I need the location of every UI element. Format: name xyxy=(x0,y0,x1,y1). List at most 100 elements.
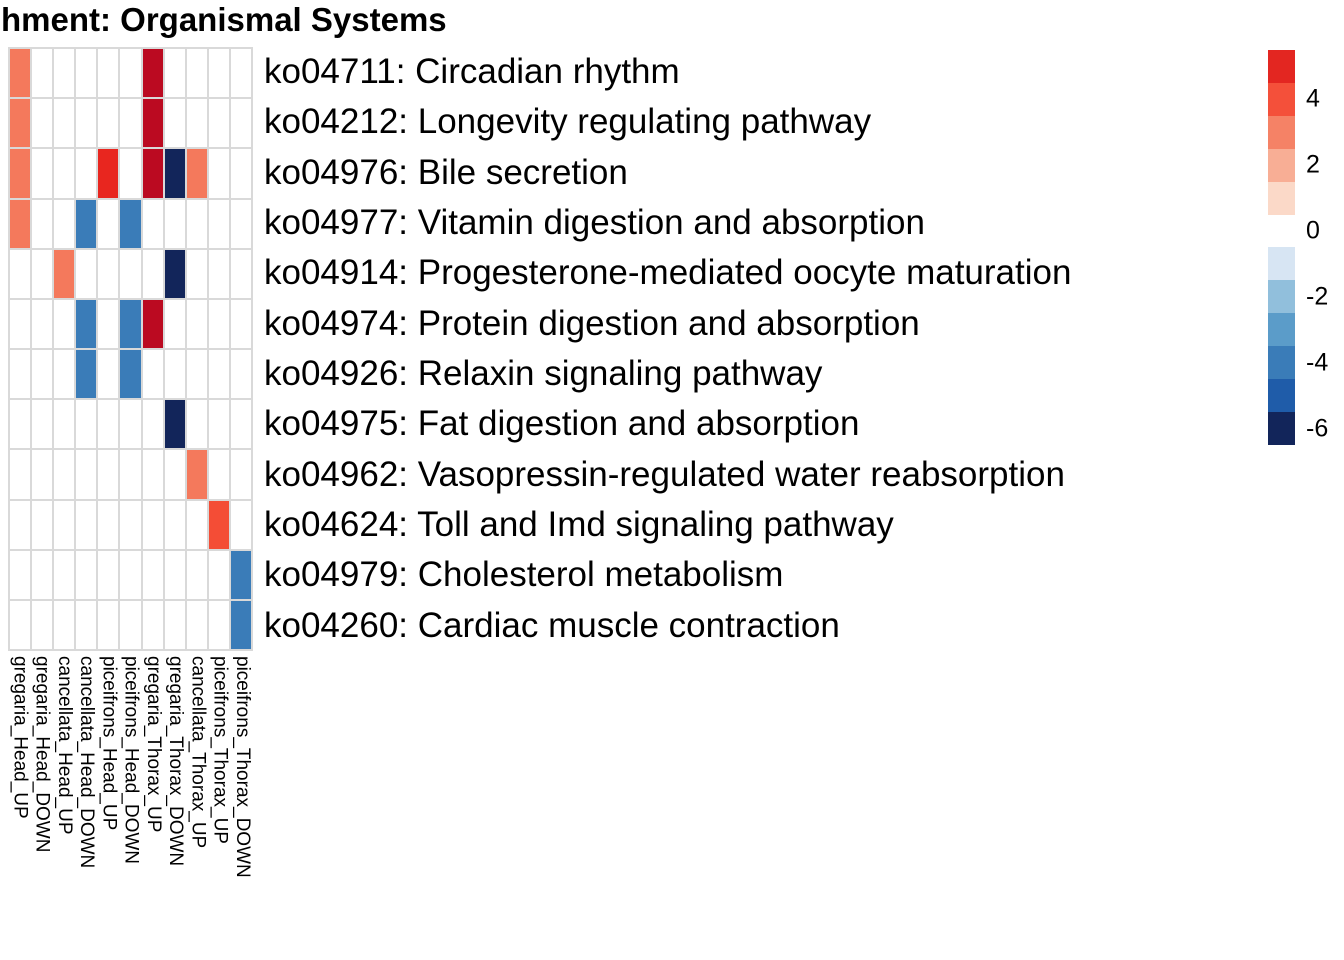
heatmap-cell xyxy=(10,550,31,599)
heatmap-cell xyxy=(76,99,97,148)
legend-color-block xyxy=(1268,280,1295,314)
heatmap-cell xyxy=(230,450,251,499)
legend-colorbar xyxy=(1268,50,1295,445)
heatmap-cell xyxy=(142,350,163,399)
column-label: cancellata_Head_UP xyxy=(53,656,75,835)
heatmap-cell xyxy=(142,450,163,499)
heatmap-cell xyxy=(10,249,31,298)
heatmap-cell xyxy=(208,550,229,599)
row-label: ko04260: Cardiac muscle contraction xyxy=(264,605,840,645)
heatmap-cell xyxy=(164,550,185,599)
heatmap-cell xyxy=(164,600,185,649)
heatmap-cell xyxy=(230,400,251,449)
heatmap-cell xyxy=(32,199,53,248)
heatmap-cell xyxy=(164,249,185,298)
heatmap-cell xyxy=(208,49,229,98)
heatmap-cell xyxy=(76,149,97,198)
heatmap-cell xyxy=(54,149,75,198)
heatmap-cell xyxy=(208,99,229,148)
heatmap-cell xyxy=(230,600,251,649)
heatmap-cell xyxy=(32,450,53,499)
heatmap-cell xyxy=(76,450,97,499)
heatmap-cell xyxy=(76,199,97,248)
heatmap-cell xyxy=(10,299,31,348)
heatmap-cell xyxy=(120,400,141,449)
heatmap-cell xyxy=(230,249,251,298)
heatmap-cell xyxy=(32,550,53,599)
heatmap-cell xyxy=(98,249,119,298)
heatmap-cell xyxy=(186,550,207,599)
legend-color-block xyxy=(1268,346,1295,380)
heatmap-cell xyxy=(164,149,185,198)
heatmap-cell xyxy=(120,350,141,399)
legend-color-block xyxy=(1268,411,1295,445)
legend-tick-label: -4 xyxy=(1306,348,1329,377)
row-label: ko04711: Circadian rhythm xyxy=(264,52,680,91)
heatmap-cell xyxy=(142,299,163,348)
heatmap-cell xyxy=(142,49,163,98)
heatmap-cell xyxy=(230,149,251,198)
row-label: ko04914: Progesterone-mediated oocyte ma… xyxy=(264,253,1072,293)
heatmap-cell xyxy=(186,49,207,98)
heatmap-cell xyxy=(10,350,31,399)
legend-tick-label: 4 xyxy=(1306,84,1320,113)
heatmap-cell xyxy=(98,49,119,98)
heatmap-cell xyxy=(186,199,207,248)
heatmap-cell xyxy=(32,149,53,198)
heatmap-cell xyxy=(98,450,119,499)
heatmap-cell xyxy=(32,350,53,399)
legend-color-block xyxy=(1268,379,1295,412)
heatmap-cell xyxy=(142,249,163,298)
heatmap-cell xyxy=(120,600,141,649)
heatmap-cell xyxy=(164,500,185,549)
heatmap-cell xyxy=(98,350,119,399)
heatmap-cell xyxy=(54,600,75,649)
heatmap-cell xyxy=(32,49,53,98)
heatmap-cell xyxy=(32,500,53,549)
heatmap-cell xyxy=(32,249,53,298)
row-label: ko04926: Relaxin signaling pathway xyxy=(264,353,823,393)
heatmap-cell xyxy=(76,400,97,449)
heatmap-cell xyxy=(54,550,75,599)
heatmap-cell xyxy=(54,49,75,98)
heatmap-cell xyxy=(164,199,185,248)
column-label: gregaria_Head_UP xyxy=(9,656,31,819)
heatmap-cell xyxy=(32,99,53,148)
legend-color-block xyxy=(1268,115,1295,149)
heatmap-cell xyxy=(120,199,141,248)
row-label: ko04962: Vasopressin-regulated water rea… xyxy=(264,454,1065,494)
heatmap-grid xyxy=(8,47,253,651)
heatmap-cell xyxy=(76,600,97,649)
heatmap-cell xyxy=(208,299,229,348)
column-label: piceifrons_Thorax_DOWN xyxy=(231,656,253,878)
heatmap-cell xyxy=(10,500,31,549)
heatmap-cell xyxy=(10,400,31,449)
heatmap-cell xyxy=(142,550,163,599)
heatmap-cell xyxy=(208,350,229,399)
heatmap-cell xyxy=(54,249,75,298)
heatmap-cell xyxy=(120,450,141,499)
legend-tick-label: 0 xyxy=(1306,216,1320,245)
heatmap-cell xyxy=(98,600,119,649)
row-label: ko04624: Toll and Imd signaling pathway xyxy=(264,504,894,544)
heatmap-cell xyxy=(142,99,163,148)
legend-color-block xyxy=(1268,148,1295,182)
heatmap-cell xyxy=(230,299,251,348)
heatmap-cell xyxy=(186,350,207,399)
heatmap-cell xyxy=(54,350,75,399)
heatmap-cell xyxy=(164,49,185,98)
heatmap-cell xyxy=(164,299,185,348)
heatmap-cell xyxy=(120,99,141,148)
heatmap-cell xyxy=(186,400,207,449)
column-label: piceifrons_Head_DOWN xyxy=(120,656,142,865)
heatmap-cell xyxy=(98,299,119,348)
heatmap-cell xyxy=(230,550,251,599)
row-label: ko04976: Bile secretion xyxy=(264,152,628,192)
heatmap-cell xyxy=(142,600,163,649)
column-label: piceifrons_Head_UP xyxy=(98,656,120,831)
heatmap-cell xyxy=(142,500,163,549)
legend-color-block xyxy=(1268,181,1295,215)
heatmap-cell xyxy=(186,249,207,298)
heatmap-cell xyxy=(208,249,229,298)
